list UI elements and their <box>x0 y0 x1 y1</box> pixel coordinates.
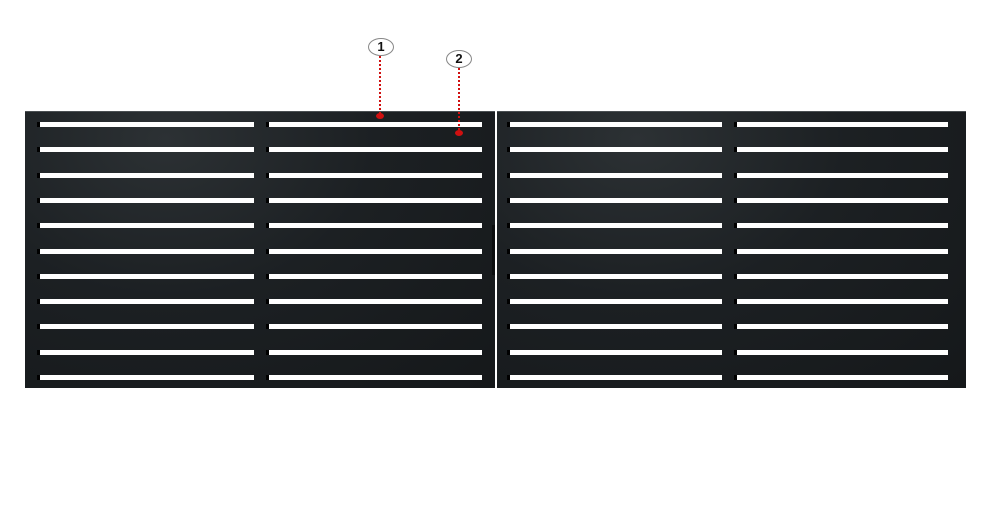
slat-opening <box>40 223 254 229</box>
slat-opening <box>737 273 948 279</box>
slat-opening <box>737 299 948 305</box>
slat-opening <box>510 299 722 305</box>
slat-opening <box>737 172 948 178</box>
callout-1-leader <box>379 56 381 114</box>
callout-2: 2 <box>446 50 472 68</box>
slat-opening <box>269 147 482 153</box>
slat-opening <box>737 375 948 380</box>
callout-2-marker <box>455 130 463 136</box>
slat-opening <box>510 172 722 178</box>
slat-opening <box>510 147 722 153</box>
slat-opening <box>269 349 482 355</box>
slat-opening <box>269 172 482 178</box>
slat-opening <box>510 349 722 355</box>
slat-opening <box>737 223 948 229</box>
slat-opening <box>737 197 948 203</box>
slat-opening <box>269 248 482 254</box>
slat-opening <box>737 324 948 330</box>
slat-opening <box>40 197 254 203</box>
slat-opening <box>269 299 482 305</box>
slat-opening <box>269 273 482 279</box>
slat-opening <box>40 349 254 355</box>
slat-opening <box>40 273 254 279</box>
gate-panel-left <box>25 111 495 388</box>
slat-opening <box>269 122 482 127</box>
slat-opening <box>510 375 722 380</box>
slat-opening <box>40 248 254 254</box>
slat-opening <box>269 375 482 380</box>
slat-opening <box>269 223 482 229</box>
callout-2-leader <box>458 68 460 130</box>
slat-opening <box>510 197 722 203</box>
slat-opening <box>269 324 482 330</box>
slat-opening <box>40 122 254 127</box>
slat-opening <box>737 122 948 127</box>
slat-opening <box>40 375 254 380</box>
slat-opening <box>737 147 948 153</box>
slat-opening <box>40 172 254 178</box>
slat-opening <box>40 147 254 153</box>
slat-opening <box>40 324 254 330</box>
gate-panel-right <box>497 111 966 388</box>
slat-opening <box>510 122 722 127</box>
callout-1: 1 <box>368 38 394 56</box>
slat-opening <box>269 197 482 203</box>
slat-opening <box>510 273 722 279</box>
callout-1-marker <box>376 113 384 119</box>
slat-opening <box>510 223 722 229</box>
gate-latch <box>492 225 495 275</box>
slat-opening <box>40 299 254 305</box>
slat-opening <box>510 248 722 254</box>
slat-opening <box>737 349 948 355</box>
slat-opening <box>737 248 948 254</box>
slat-opening <box>510 324 722 330</box>
